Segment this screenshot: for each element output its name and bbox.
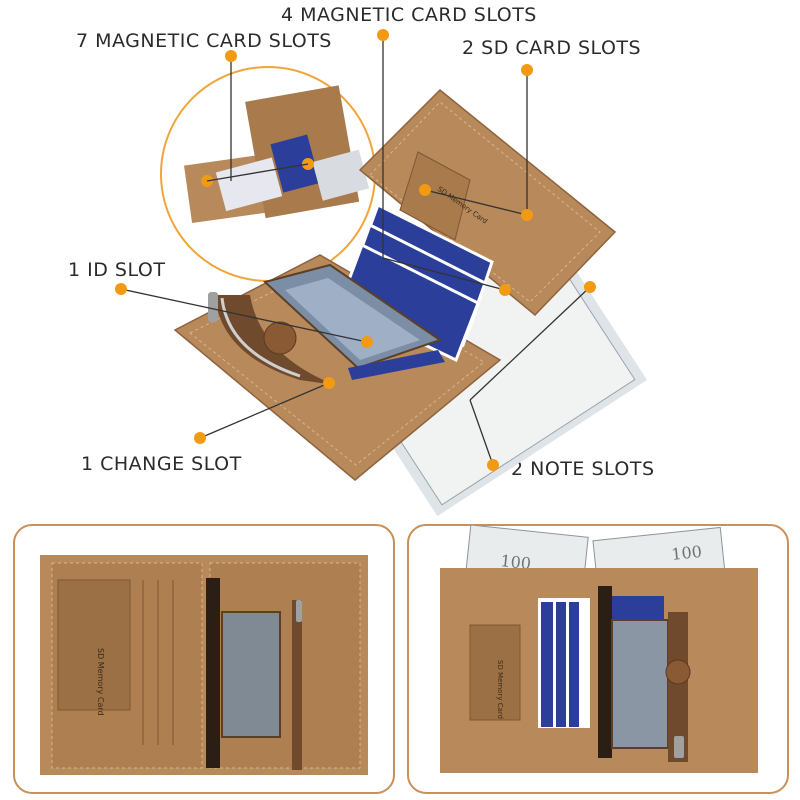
label-1-change-slot: 1 CHANGE SLOT <box>81 453 242 475</box>
photo-wallet-open-left: SD Memory Card <box>13 524 395 794</box>
label-4-magnetic-card-slots: 4 MAGNETIC CARD SLOTS <box>281 4 537 26</box>
label-2-note-slots: 2 NOTE SLOTS <box>511 458 655 480</box>
sd-card-print-left: SD Memory Card <box>96 648 105 716</box>
label-1-id-slot: 1 ID SLOT <box>68 259 166 281</box>
zoom-inset <box>160 66 376 282</box>
banknote-value-right: 100 <box>670 542 702 564</box>
label-7-magnetic-card-slots: 7 MAGNETIC CARD SLOTS <box>76 30 332 52</box>
label-2-sd-card-slots: 2 SD CARD SLOTS <box>462 37 642 59</box>
sd-card-print-right: SD Memory Card <box>496 660 504 719</box>
photo-wallet-open-right: 100 100 SD Memory Card <box>407 524 789 794</box>
banknote-value-left: 100 <box>500 551 532 573</box>
